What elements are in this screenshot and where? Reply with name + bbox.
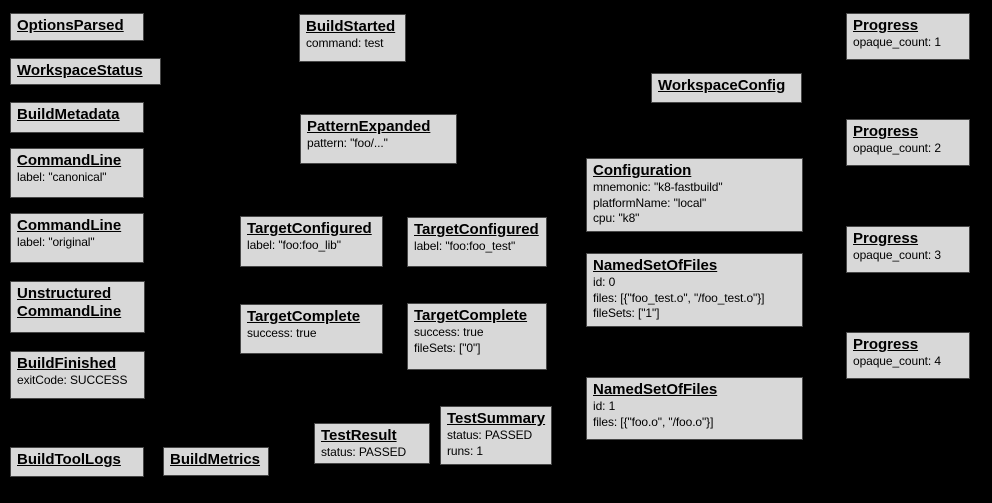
node-title: Progress xyxy=(853,230,919,247)
node-title: NamedSetOfFiles xyxy=(593,257,718,274)
node-field: id: 0 xyxy=(593,275,616,289)
node-title: TargetComplete xyxy=(247,308,361,325)
node-progress-4: Progress opaque_count: 4 xyxy=(846,332,970,379)
node-progress-1: Progress opaque_count: 1 xyxy=(846,13,970,60)
node-title: TargetConfigured xyxy=(247,220,372,237)
node-title: TestResult xyxy=(321,427,397,444)
node-build-finished: BuildFinished exitCode: SUCCESS xyxy=(10,351,145,399)
node-build-metrics: BuildMetrics xyxy=(163,447,269,476)
node-title: CommandLine xyxy=(17,152,122,169)
node-progress-2: Progress opaque_count: 2 xyxy=(846,119,970,166)
node-field: status: PASSED xyxy=(321,445,407,459)
node-title: BuildFinished xyxy=(17,355,117,372)
node-test-result: TestResult status: PASSED xyxy=(314,423,430,464)
node-configuration: Configuration mnemonic: "k8-fastbuild" p… xyxy=(586,158,803,232)
node-field: platformName: "local" xyxy=(593,195,707,210)
node-unstructured-command-line: Unstructured CommandLine xyxy=(10,281,145,333)
node-field: label: "foo:foo_lib" xyxy=(247,238,341,252)
node-field: exitCode: SUCCESS xyxy=(17,373,128,387)
node-field: fileSets: ["0"] xyxy=(414,340,481,355)
node-title: WorkspaceStatus xyxy=(17,62,143,79)
node-field: mnemonic: "k8-fastbuild" xyxy=(593,180,723,194)
node-options-parsed: OptionsParsed xyxy=(10,13,144,41)
node-target-complete-foo-test: TargetComplete success: true fileSets: [… xyxy=(407,303,547,370)
node-title: BuildMetadata xyxy=(17,106,120,123)
node-target-configured-foo-test: TargetConfigured label: "foo:foo_test" xyxy=(407,217,547,267)
node-field: id: 1 xyxy=(593,399,616,413)
node-test-summary: TestSummary status: PASSED runs: 1 xyxy=(440,406,552,465)
node-title: Progress xyxy=(853,123,919,140)
node-title: Progress xyxy=(853,336,919,353)
node-title: WorkspaceConfig xyxy=(658,77,786,94)
node-title: PatternExpanded xyxy=(307,118,431,135)
node-field: pattern: "foo/..." xyxy=(307,136,388,150)
node-field: success: true xyxy=(414,325,484,339)
node-title: Unstructured CommandLine xyxy=(17,285,122,320)
node-field: files: [{"foo.o", "/foo.o"}] xyxy=(593,414,714,429)
node-named-set-of-files-0: NamedSetOfFiles id: 0 files: [{"foo_test… xyxy=(586,253,803,327)
node-field: fileSets: ["1"] xyxy=(593,306,660,320)
node-field: success: true xyxy=(247,326,317,340)
node-target-complete-foo-lib: TargetComplete success: true xyxy=(240,304,383,354)
node-build-started: BuildStarted command: test xyxy=(299,14,406,62)
node-field: opaque_count: 2 xyxy=(853,141,941,155)
node-field: label: "canonical" xyxy=(17,170,107,184)
node-pattern-expanded: PatternExpanded pattern: "foo/..." xyxy=(300,114,457,164)
node-field: label: "foo:foo_test" xyxy=(414,239,516,253)
node-title: TargetConfigured xyxy=(414,221,539,238)
node-workspace-status: WorkspaceStatus xyxy=(10,58,161,85)
node-build-tool-logs: BuildToolLogs xyxy=(10,447,144,477)
node-named-set-of-files-1: NamedSetOfFiles id: 1 files: [{"foo.o", … xyxy=(586,377,803,440)
node-title: TestSummary xyxy=(447,410,546,427)
node-field: status: PASSED xyxy=(447,428,533,442)
node-field: opaque_count: 4 xyxy=(853,354,941,368)
node-title: CommandLine xyxy=(17,217,122,234)
node-title: Progress xyxy=(853,17,919,34)
node-field: cpu: "k8" xyxy=(593,211,640,225)
node-workspace-config: WorkspaceConfig xyxy=(651,73,802,103)
node-title: TargetComplete xyxy=(414,307,528,324)
node-command-line-canonical: CommandLine label: "canonical" xyxy=(10,148,144,198)
node-build-metadata: BuildMetadata xyxy=(10,102,144,133)
node-field: runs: 1 xyxy=(447,443,483,458)
node-field: opaque_count: 3 xyxy=(853,248,941,262)
node-field: files: [{"foo_test.o", "/foo_test.o"}] xyxy=(593,290,765,305)
node-field: opaque_count: 1 xyxy=(853,35,941,49)
node-field: command: test xyxy=(306,36,384,50)
node-progress-3: Progress opaque_count: 3 xyxy=(846,226,970,273)
node-title: BuildMetrics xyxy=(170,451,261,468)
node-title: Configuration xyxy=(593,162,692,179)
node-target-configured-foo-lib: TargetConfigured label: "foo:foo_lib" xyxy=(240,216,383,267)
node-field: label: "original" xyxy=(17,235,95,249)
node-title: OptionsParsed xyxy=(17,17,124,34)
node-command-line-original: CommandLine label: "original" xyxy=(10,213,144,263)
node-title: BuildToolLogs xyxy=(17,451,121,468)
node-title: NamedSetOfFiles xyxy=(593,381,718,398)
node-title: BuildStarted xyxy=(306,18,396,35)
